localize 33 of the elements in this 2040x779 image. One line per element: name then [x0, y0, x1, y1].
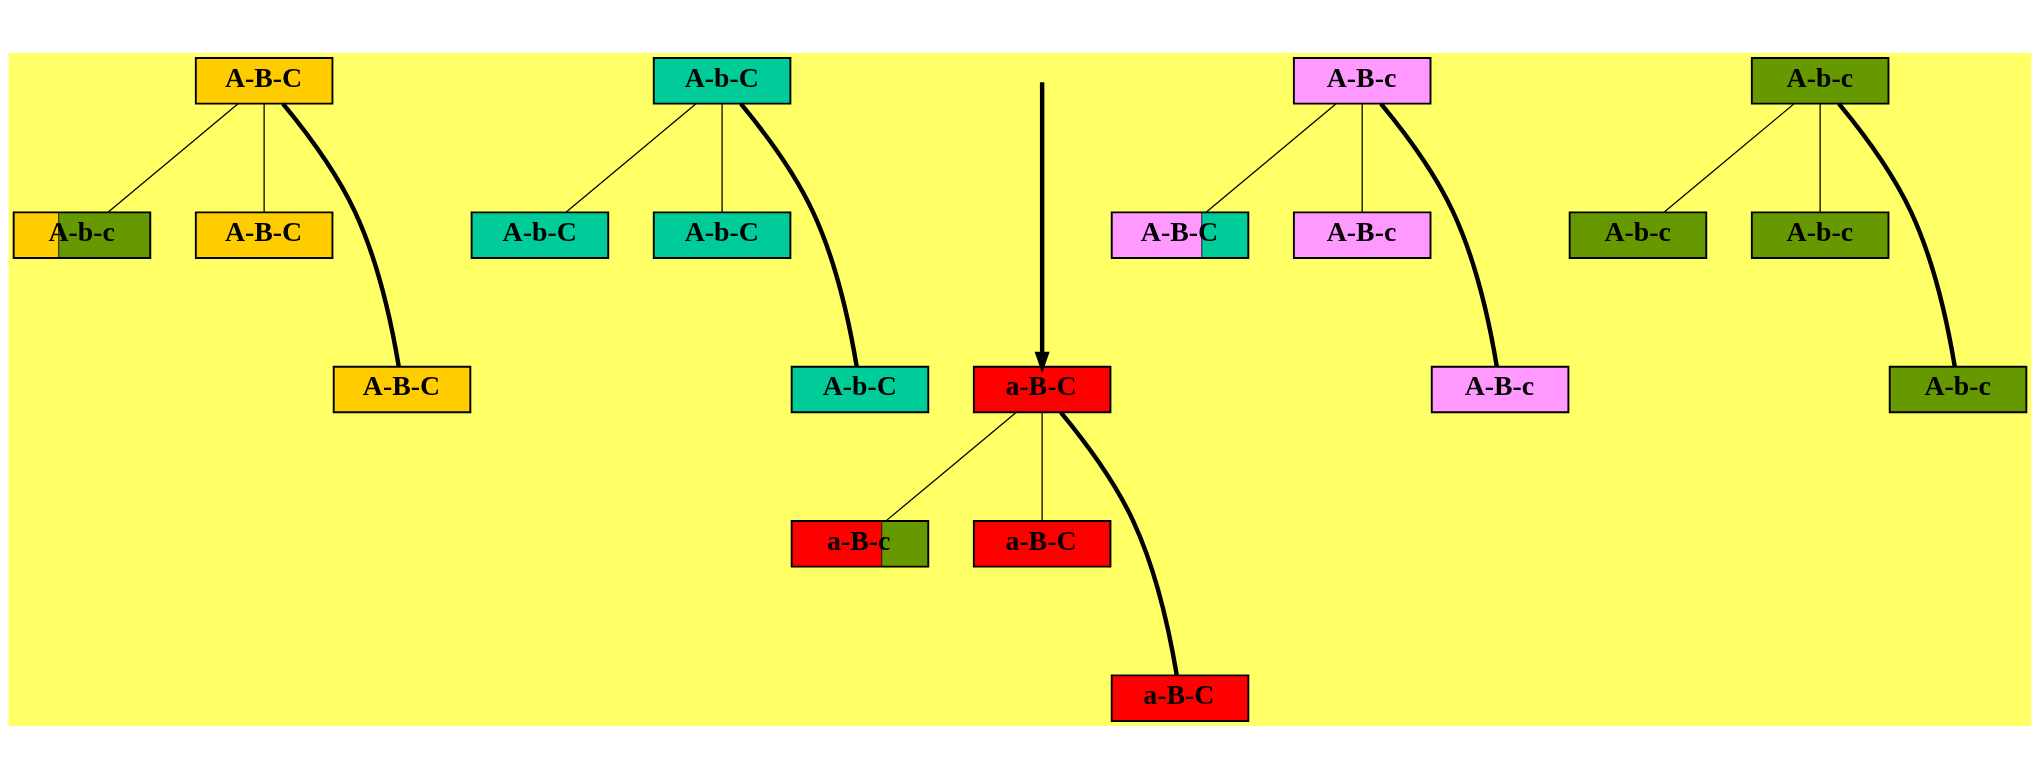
- node-box: A-b-C: [652, 211, 792, 259]
- connector: [1663, 103, 1795, 213]
- connector: [1379, 102, 1499, 367]
- connector: [1041, 411, 1043, 522]
- connector: [1205, 103, 1337, 213]
- node-box: A-b-C: [470, 211, 610, 259]
- node-box: a-B-C: [972, 520, 1112, 568]
- connector: [1361, 103, 1363, 213]
- node-box: A-b-c: [1888, 365, 2028, 414]
- connector: [107, 103, 239, 213]
- connector: [1059, 410, 1179, 676]
- node-box: A-b-c: [1568, 211, 1708, 259]
- connector: [721, 103, 723, 213]
- node-box: A-b-c: [1750, 57, 1890, 105]
- node-box: A-B-c: [1292, 57, 1432, 105]
- connector: [739, 102, 859, 367]
- node-box: A-b-c: [1750, 211, 1890, 259]
- node-box: A-B-C: [194, 57, 334, 105]
- connector: [885, 411, 1017, 522]
- connector: [281, 102, 401, 367]
- node-box: A-B-c: [1292, 211, 1432, 259]
- connector: [1837, 102, 1957, 367]
- node-box: a-B-C: [972, 365, 1112, 414]
- arrow: [1034, 82, 1050, 374]
- node-box: A-B-c: [1430, 365, 1570, 414]
- node-box: A-B-C: [332, 365, 472, 414]
- node-box: A-B-C: [194, 211, 334, 259]
- connector: [565, 103, 697, 213]
- connector: [263, 103, 265, 213]
- connector: [1819, 103, 1821, 213]
- node-box: a-B-C: [1110, 674, 1250, 722]
- node-box: A-b-C: [652, 57, 792, 105]
- node-box: A-b-C: [790, 365, 930, 414]
